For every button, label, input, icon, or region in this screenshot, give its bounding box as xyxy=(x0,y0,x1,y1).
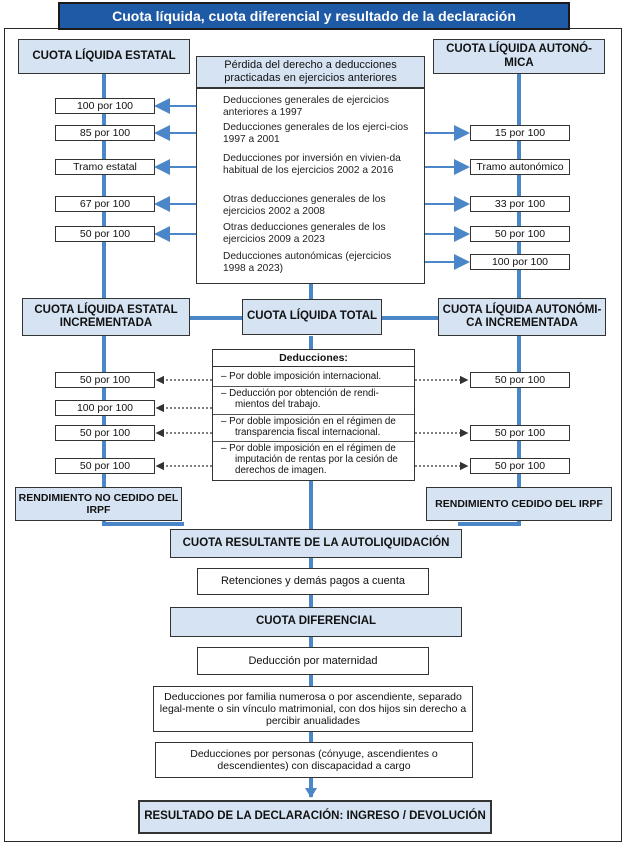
cuota-liquida-total: CUOTA LÍQUIDA TOTAL xyxy=(242,299,382,335)
familia-numerosa-box: Deducciones por familia numerosa o por a… xyxy=(153,686,473,732)
left-pct2-2: 100 por 100 xyxy=(55,400,155,416)
arrow-down-final xyxy=(305,788,317,798)
right-pct-4: 50 por 100 xyxy=(470,226,570,242)
flow-line-left xyxy=(102,74,106,300)
center-item-4: Otras deducciones generales de los ejerc… xyxy=(223,194,386,217)
deducciones-header: Deducciones: xyxy=(213,350,414,367)
right-pct-2: Tramo autonómico xyxy=(470,159,570,175)
rendimiento-no-cedido: RENDIMIENTO NO CEDIDO DEL IRPF xyxy=(15,487,182,521)
cuota-estatal-incrementada: CUOTA LÍQUIDA ESTATAL INCREMENTADA xyxy=(22,298,190,336)
deducciones-separator-2 xyxy=(213,414,414,415)
left-pct2-1: 50 por 100 xyxy=(55,372,155,388)
center-item-2: Deducciones generales de los ejerci-cios… xyxy=(223,122,409,145)
left-pct2-3: 50 por 100 xyxy=(55,425,155,441)
deducciones-box: Deducciones: – Por doble imposición inte… xyxy=(212,349,415,481)
flow-line-center-c xyxy=(309,481,313,531)
right-pct-5: 100 por 100 xyxy=(470,254,570,270)
left-pct-4: 67 por 100 xyxy=(55,196,155,212)
personas-discapacidad-box: Deducciones por personas (cónyuge, ascen… xyxy=(155,742,473,778)
deduccion-item-1: – Por doble imposición internacional. xyxy=(221,371,382,382)
center-item-5: Otras deducciones generales de los ejerc… xyxy=(223,222,386,245)
left-pct-1: 100 por 100 xyxy=(55,98,155,114)
flow-line-center-b xyxy=(309,336,313,349)
right-pct2-1: 50 por 100 xyxy=(470,372,570,388)
flow-line-mid-right xyxy=(382,316,438,320)
flow-line-bottom-left xyxy=(104,522,184,526)
flow-line-right xyxy=(517,74,521,300)
cuota-autonomica-incrementada: CUOTA LÍQUIDA AUTONÓMI-CA INCREMENTADA xyxy=(438,298,606,336)
center-item-1: Deducciones generales de ejercicios ante… xyxy=(223,95,389,118)
resultado-declaracion: RESULTADO DE LA DECLARACIÓN: INGRESO / D… xyxy=(138,800,492,834)
left-pct-2: 85 por 100 xyxy=(55,125,155,141)
left-pct-3: Tramo estatal xyxy=(55,159,155,175)
left-pct-5: 50 por 100 xyxy=(55,226,155,242)
cuota-liquida-autonomica: CUOTA LÍQUIDA AUTONÓ-MICA xyxy=(433,39,605,74)
center-deductions-list: Deducciones generales de ejercicios ante… xyxy=(196,88,425,284)
flow-line-right-2 xyxy=(517,336,521,486)
center-item-3: Deducciones por inversión en vivien-da h… xyxy=(223,153,401,176)
page-title: Cuota líquida, cuota diferencial y resul… xyxy=(58,2,570,30)
deduccion-item-4: – Por doble imposición en el régimen de … xyxy=(221,443,398,476)
deducciones-separator-1 xyxy=(213,386,414,387)
flow-line-center-a xyxy=(309,284,313,300)
cuota-diferencial: CUOTA DIFERENCIAL xyxy=(170,607,462,637)
perdida-derecho-box: Pérdida del derecho a deducciones practi… xyxy=(196,56,425,88)
cuota-liquida-estatal: CUOTA LÍQUIDA ESTATAL xyxy=(18,39,190,74)
right-pct2-3: 50 por 100 xyxy=(470,458,570,474)
maternidad-box: Deducción por maternidad xyxy=(197,647,429,675)
rendimiento-cedido: RENDIMIENTO CEDIDO DEL IRPF xyxy=(426,487,612,521)
right-pct-3: 33 por 100 xyxy=(470,196,570,212)
retenciones-box: Retenciones y demás pagos a cuenta xyxy=(197,568,429,595)
flow-line-mid-left xyxy=(190,316,242,320)
deduccion-item-2: – Deducción por obtención de rendi-mient… xyxy=(221,388,379,410)
deduccion-item-3: – Por doble imposición en el régimen de … xyxy=(221,416,396,438)
flow-line-bottom-right xyxy=(458,522,520,526)
left-pct2-4: 50 por 100 xyxy=(55,458,155,474)
deducciones-separator-3 xyxy=(213,441,414,442)
center-item-6: Deducciones autonómicas (ejercicios 1998… xyxy=(223,251,392,274)
cuota-resultante: CUOTA RESULTANTE DE LA AUTOLIQUIDACIÓN xyxy=(170,529,462,558)
right-pct2-2: 50 por 100 xyxy=(470,425,570,441)
right-pct-1: 15 por 100 xyxy=(470,125,570,141)
